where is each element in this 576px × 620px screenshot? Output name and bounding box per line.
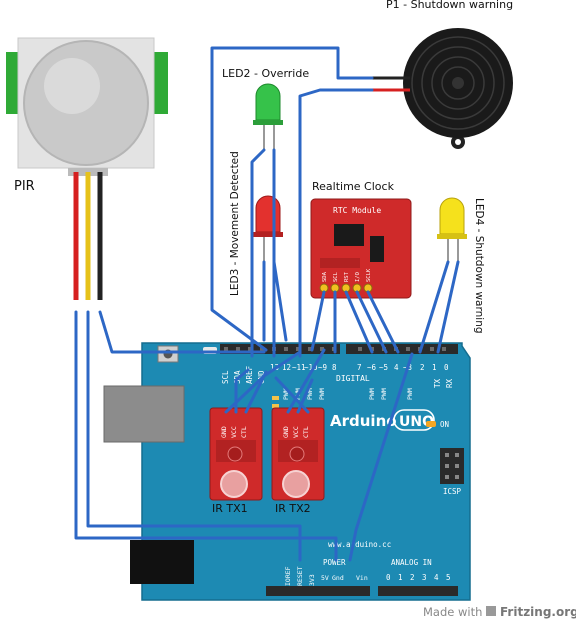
- header-pin-label: SCL: [221, 370, 230, 384]
- led2-label: LED2 - Override: [222, 67, 309, 80]
- power-pin-label: Vin: [356, 574, 368, 582]
- ir-pin-label: VCC: [292, 426, 300, 438]
- header-pin-label: ~6: [367, 363, 377, 372]
- analog-pin-label: 1: [398, 573, 403, 582]
- usb-connector: [103, 385, 185, 443]
- board-brand: Arduino: [330, 412, 397, 430]
- led4-yellow: [437, 197, 467, 262]
- analog-label: ANALOG IN: [391, 558, 432, 567]
- pwm-label: PWM: [406, 388, 414, 400]
- ir-tx2-label: IR TX2: [275, 502, 311, 515]
- power-header: [266, 586, 370, 596]
- power-jack: [130, 540, 194, 584]
- header-pin-label: 8: [332, 363, 337, 372]
- wiring: [74, 46, 460, 562]
- analog-pin-label: 0: [386, 573, 391, 582]
- header-pin-label: ~9: [318, 363, 327, 372]
- tx-label: TX: [433, 378, 442, 388]
- footer: Made with Fritzing.org: [423, 605, 576, 619]
- header-pin-label: ~5: [379, 363, 388, 372]
- on-label: ON: [440, 420, 449, 429]
- pwm-label: PWM: [306, 388, 314, 400]
- ir-pin-label: GND: [220, 426, 228, 438]
- power-pin-label: 5V: [321, 574, 329, 582]
- pir-label: PIR: [14, 179, 35, 194]
- ir-pin-label: CTL: [240, 426, 248, 438]
- buzzer-wires: [372, 76, 410, 92]
- rtc-pin-label: RST: [344, 271, 350, 282]
- header-pin-label: 4: [394, 363, 399, 372]
- digital-header-right: [346, 344, 458, 354]
- power-pin-label: IOREF: [284, 566, 292, 586]
- rtc-pin-label: SDA: [322, 271, 328, 282]
- buzzer-p1: [403, 28, 513, 149]
- pir-wires: [73, 172, 103, 300]
- digital-header-left: [220, 344, 340, 354]
- power-label: POWER: [323, 558, 346, 567]
- power-pin-label: 3V3: [308, 574, 316, 586]
- rtc-pin-label: SCL: [333, 271, 339, 282]
- header-pin-label: 12: [282, 363, 291, 372]
- board-url: www.arduino.cc: [328, 540, 391, 549]
- rtc-pin-label: I/O: [355, 272, 361, 282]
- pwm-label: PWM: [368, 388, 376, 400]
- pwm-label: PWM: [380, 388, 388, 400]
- header-pin-label: 1: [432, 363, 437, 372]
- power-pin-label: Gnd: [332, 574, 344, 582]
- digital-label: DIGITAL: [336, 374, 370, 383]
- analog-header: [378, 586, 458, 596]
- ir-pin-label: CTL: [302, 426, 310, 438]
- pwm-label: PWM: [318, 388, 326, 400]
- p1-label: P1 - Shutdown warning: [386, 0, 513, 11]
- icsp-header: [440, 448, 464, 484]
- header-pin-label: ~11: [292, 363, 306, 372]
- footer-made-with: Made with: [423, 605, 482, 619]
- header-pin-label: 7: [357, 363, 362, 372]
- rtc-module-title: RTC Module: [333, 206, 381, 215]
- led2-green: [253, 83, 283, 150]
- ir-pin-label: VCC: [230, 426, 238, 438]
- ir-tx1-module: GND VCC CTL: [209, 407, 263, 501]
- fritzing-logo-icon: [486, 606, 496, 616]
- analog-pin-label: 3: [422, 573, 427, 582]
- rx-label: RX: [445, 378, 454, 388]
- ir-tx1-label: IR TX1: [212, 502, 248, 515]
- header-pin-label: 0: [444, 363, 449, 372]
- rtc-label: Realtime Clock: [312, 180, 395, 193]
- rtc-module: RTC Module SDA SCL RST I/O SCLK: [310, 198, 412, 299]
- footer-brand: Fritzing.org: [500, 605, 576, 619]
- analog-pin-label: 5: [446, 573, 451, 582]
- header-pin-label: AREF: [245, 365, 254, 384]
- header-pin-label: ~10: [304, 363, 318, 372]
- led3-red: [253, 195, 283, 262]
- ir-tx2-module: GND VCC CTL: [271, 407, 325, 501]
- analog-pin-label: 2: [410, 573, 415, 582]
- icsp-label: ICSP: [443, 487, 462, 496]
- board-model: UNO: [399, 414, 434, 430]
- pwm-label: PWM: [282, 388, 290, 400]
- ir-pin-label: GND: [282, 426, 290, 438]
- header-pin-label: 2: [420, 363, 425, 372]
- rtc-pin-label: SCLK: [366, 268, 372, 282]
- pir-sensor: [6, 37, 168, 176]
- power-pin-label: RESET: [296, 566, 304, 586]
- led4-label: LED4 - Shutdown warning: [473, 198, 485, 334]
- led3-label: LED3 - Movement Detected: [229, 151, 241, 296]
- analog-pin-label: 4: [434, 573, 439, 582]
